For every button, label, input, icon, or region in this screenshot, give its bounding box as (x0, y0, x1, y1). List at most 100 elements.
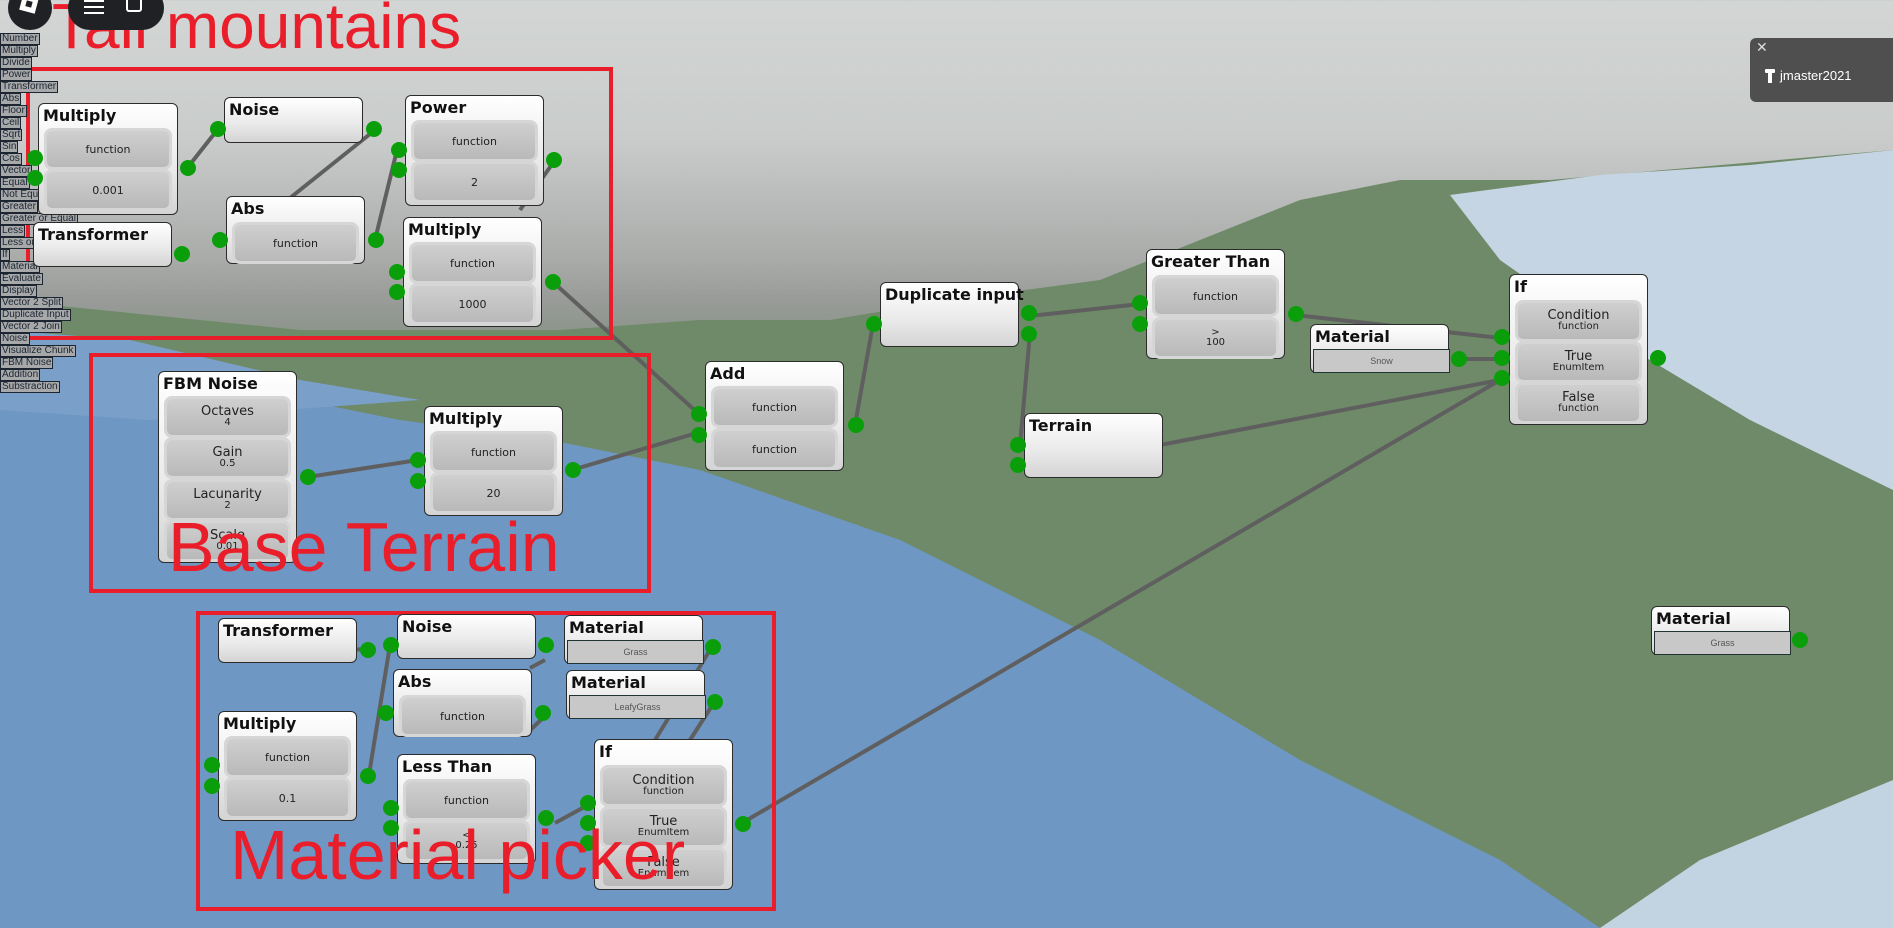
input-port[interactable] (1132, 316, 1148, 332)
output-port[interactable] (1021, 305, 1037, 321)
node-material[interactable]: Material Grass (564, 615, 704, 664)
node-transformer[interactable]: Transformer (33, 222, 172, 267)
output-port[interactable] (705, 639, 721, 655)
node-transformer[interactable]: Transformer (218, 618, 357, 663)
palette-item[interactable]: Number (0, 33, 40, 45)
output-port[interactable] (545, 274, 561, 290)
node-terrain[interactable]: Terrain (1024, 413, 1163, 478)
input-port[interactable] (210, 121, 226, 137)
input-port[interactable] (391, 162, 407, 178)
node-field[interactable]: >100 (1155, 320, 1276, 356)
output-port[interactable] (538, 637, 554, 653)
palette-item[interactable]: Ceil (0, 117, 22, 129)
output-port[interactable] (174, 246, 190, 262)
output-port[interactable] (1021, 326, 1037, 342)
node-field[interactable]: function (1155, 278, 1276, 314)
input-port[interactable] (204, 757, 220, 773)
input-port[interactable] (383, 637, 399, 653)
palette-item[interactable]: Addition (0, 369, 41, 381)
input-port[interactable] (391, 142, 407, 158)
palette-item[interactable]: Vector 2 Split (0, 297, 63, 309)
node-abs[interactable]: Abs function (393, 669, 532, 737)
input-port[interactable] (383, 800, 399, 816)
palette-item[interactable]: Floor (0, 105, 27, 117)
palette-item[interactable]: Sqrt (0, 129, 23, 141)
input-port[interactable] (580, 815, 596, 831)
node-field[interactable]: 0.1 (227, 780, 348, 816)
input-port[interactable] (580, 795, 596, 811)
palette-item[interactable]: Evaluate (0, 273, 43, 285)
output-port[interactable] (360, 642, 376, 658)
node-field[interactable]: 0.001 (47, 172, 169, 208)
hamburger-menu-icon[interactable] (84, 0, 104, 14)
input-port[interactable] (580, 835, 596, 851)
output-port[interactable] (735, 816, 751, 832)
node-field[interactable]: function (414, 123, 535, 159)
palette-item[interactable]: Abs (0, 93, 22, 105)
palette-item[interactable]: Less (0, 225, 26, 237)
output-port[interactable] (366, 121, 382, 137)
palette-item[interactable]: FBM Noise (0, 357, 54, 369)
input-port[interactable] (691, 406, 707, 422)
input-port[interactable] (1010, 437, 1026, 453)
palette-item[interactable]: If (0, 249, 10, 261)
output-port[interactable] (1451, 351, 1467, 367)
output-port[interactable] (538, 810, 554, 826)
node-material[interactable]: Material Grass (1651, 606, 1791, 655)
output-port[interactable] (1288, 306, 1304, 322)
output-port[interactable] (360, 768, 376, 784)
output-port[interactable] (1650, 350, 1666, 366)
output-port[interactable] (300, 469, 316, 485)
node-field[interactable]: 2 (414, 164, 535, 200)
palette-item[interactable]: Display (0, 285, 37, 297)
input-port[interactable] (27, 170, 43, 186)
chat-icon[interactable] (126, 0, 142, 12)
output-port[interactable] (1792, 632, 1808, 648)
input-port[interactable] (212, 232, 228, 248)
input-port[interactable] (389, 284, 405, 300)
palette-item[interactable]: Divide (0, 57, 32, 69)
node-abs[interactable]: Abs function (226, 196, 365, 264)
material-dropdown[interactable]: Grass (567, 640, 704, 664)
palette-item[interactable]: Substraction (0, 381, 60, 393)
input-port[interactable] (1010, 457, 1026, 473)
node-field[interactable]: 1000 (412, 286, 533, 322)
node-field[interactable]: function (402, 698, 523, 734)
palette-item[interactable]: Greater (0, 201, 38, 213)
palette-item[interactable]: Visualize Chunk (0, 345, 76, 357)
palette-item[interactable]: Power (0, 69, 33, 81)
output-port[interactable] (535, 705, 551, 721)
palette-item[interactable]: Material (0, 261, 40, 273)
palette-item[interactable]: Transformer (0, 81, 59, 93)
node-field[interactable]: function (47, 131, 169, 167)
input-port[interactable] (410, 452, 426, 468)
palette-item[interactable]: Sin (0, 141, 19, 153)
output-port[interactable] (180, 160, 196, 176)
node-field[interactable]: function (235, 225, 356, 261)
input-port[interactable] (1494, 329, 1510, 345)
palette-item[interactable]: Noise (0, 333, 30, 345)
input-port[interactable] (383, 820, 399, 836)
palette-item[interactable]: Not Equal (0, 189, 48, 201)
node-field[interactable]: <0.25 (406, 823, 527, 859)
node-multiply[interactable]: Multiply function 0.1 (218, 711, 357, 821)
node-field[interactable]: function (227, 739, 348, 775)
palette-item[interactable]: Duplicate Input (0, 309, 71, 321)
node-multiply[interactable]: Multiply function 1000 (403, 217, 542, 327)
input-port[interactable] (1494, 350, 1510, 366)
palette-item[interactable]: Equal (0, 177, 30, 189)
node-less-than[interactable]: Less Than function <0.25 (397, 754, 536, 864)
input-port[interactable] (204, 778, 220, 794)
